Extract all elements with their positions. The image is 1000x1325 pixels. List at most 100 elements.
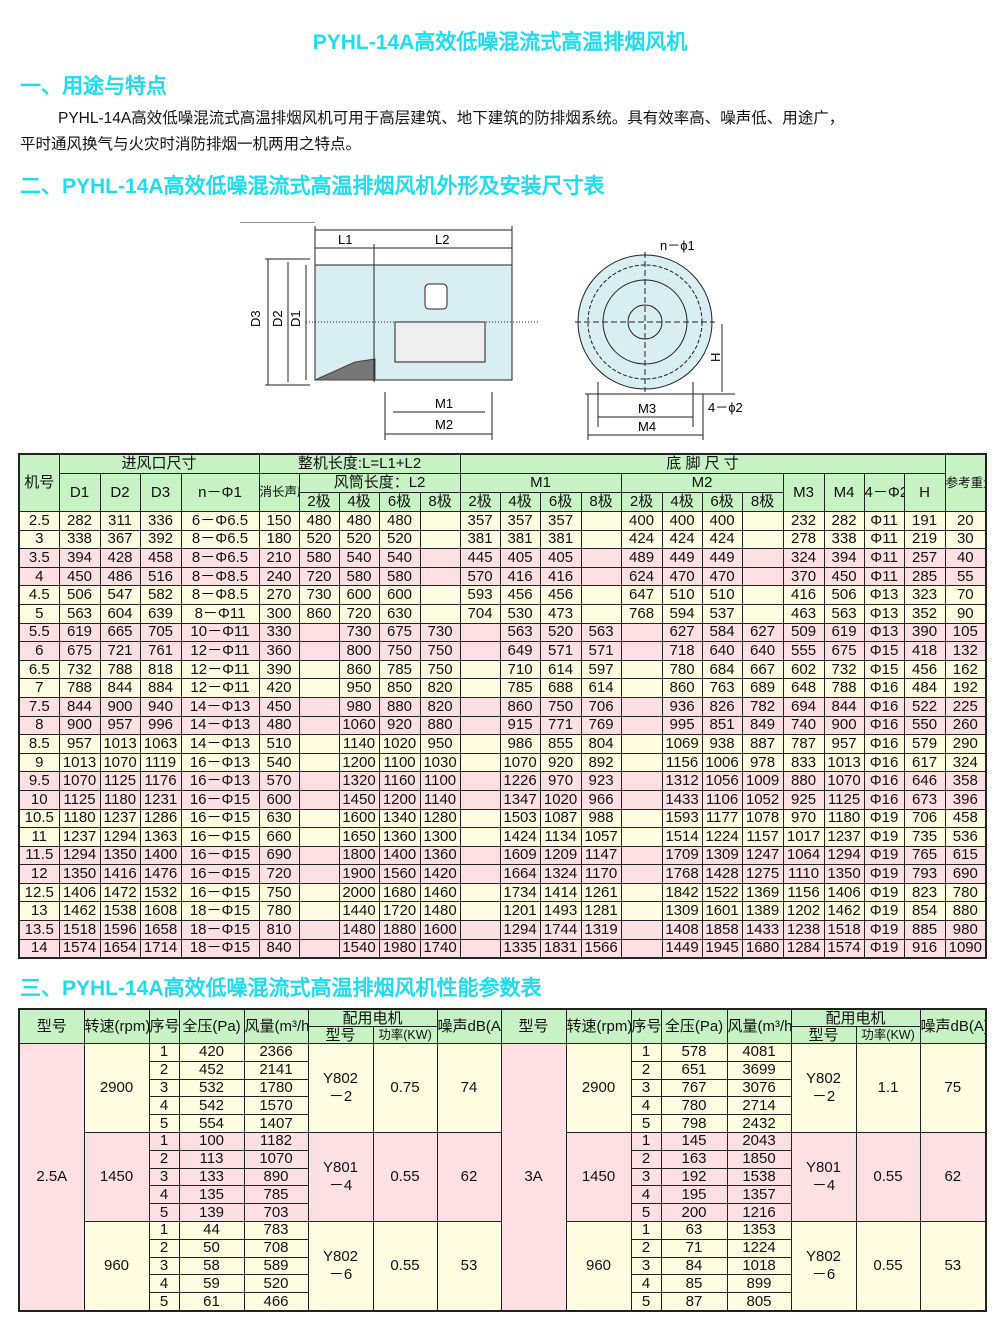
header-pole: 2极 <box>459 492 501 512</box>
table-cell: 282 <box>823 511 865 531</box>
table-cell: 688 <box>539 678 582 698</box>
table-cell: 624 <box>620 566 663 587</box>
table-cell: 706 <box>903 808 946 829</box>
table-cell: 1070 <box>99 752 141 773</box>
table-cell: 7.5 <box>18 696 60 717</box>
table-cell: 416 <box>782 585 825 605</box>
table-cell: 3 <box>18 529 60 550</box>
table-cell: 400 <box>661 511 703 531</box>
table-cell: 330 <box>258 622 300 643</box>
table-cell: 1400 <box>378 845 421 866</box>
table-cell <box>459 901 501 922</box>
page-title: PYHL-14A高效低噪混流式高温排烟风机 <box>312 31 688 54</box>
table-cell: 1237 <box>823 827 865 847</box>
table-cell <box>459 734 501 754</box>
table-cell: 14 <box>18 938 60 959</box>
table-cell: 788 <box>823 678 865 698</box>
table-cell: 630 <box>258 808 300 829</box>
table-cell: 1231 <box>139 789 182 810</box>
table-cell <box>298 901 340 922</box>
table-cell <box>620 845 663 866</box>
table-cell: 424 <box>701 529 743 550</box>
table-cell: 986 <box>499 734 541 754</box>
header-phi2: 4－Φ2 <box>863 473 905 512</box>
table-cell: 1170 <box>580 864 622 884</box>
table-cell <box>741 548 784 568</box>
table-cell: Φ11 <box>863 529 905 550</box>
header-M2: M2 <box>620 473 784 493</box>
table-cell: 563 <box>580 622 622 643</box>
table-cell <box>620 827 663 847</box>
table-cell: 1294 <box>58 845 101 866</box>
table-cell: 840 <box>258 938 300 959</box>
table-cell: 1900 <box>338 864 380 884</box>
table-cell: 381 <box>459 529 501 550</box>
table-cell: 55 <box>944 566 987 587</box>
table-cell: 936 <box>661 696 703 717</box>
table-cell: 456 <box>499 585 541 605</box>
power-cell: 1.1 <box>855 1043 921 1133</box>
power-cell: 0.55 <box>855 1131 921 1222</box>
table-cell: 582 <box>139 585 182 605</box>
table-cell: 788 <box>99 659 141 680</box>
label-n-phi1: n－ϕ1 <box>660 238 695 253</box>
table-cell: 1017 <box>782 827 825 847</box>
table-cell: 771 <box>539 715 582 736</box>
table-cell: 1709 <box>661 845 703 866</box>
table-cell: 690 <box>944 864 987 884</box>
header-M4: M4 <box>823 473 865 512</box>
table-cell: 9.5 <box>18 771 60 791</box>
table-cell: 763 <box>701 678 743 698</box>
point-cell: 135 <box>178 1185 245 1205</box>
label-M1: M1 <box>435 396 453 411</box>
header-power: 功率(KW) <box>372 1026 438 1044</box>
speed-cell: 1450 <box>565 1131 632 1222</box>
table-cell: 522 <box>903 696 946 717</box>
point-cell: 651 <box>660 1060 728 1080</box>
table-cell: 880 <box>378 696 421 717</box>
table-cell: 732 <box>58 659 101 680</box>
table-cell: Φ15 <box>863 641 905 661</box>
noise-cell: 74 <box>436 1043 502 1133</box>
label-D1: D1 <box>288 310 303 327</box>
table-cell: 1300 <box>419 827 461 847</box>
table-cell: 1063 <box>139 734 182 754</box>
table-cell: 16－Φ15 <box>180 789 260 810</box>
table-cell: 1406 <box>58 882 101 903</box>
table-cell: 673 <box>903 789 946 810</box>
table-cell: 1574 <box>58 938 101 959</box>
table-cell: 900 <box>58 715 101 736</box>
motor-model-line: －6 <box>328 1265 353 1283</box>
table-cell: 995 <box>661 715 703 736</box>
header-noise: 噪声dB(A) <box>919 1008 987 1044</box>
table-cell: 1347 <box>499 789 541 810</box>
table-cell: 1057 <box>580 827 622 847</box>
table-cell: 851 <box>701 715 743 736</box>
table-cell: 788 <box>58 678 101 698</box>
table-cell: 30 <box>944 529 987 550</box>
table-cell: 1389 <box>741 901 784 922</box>
table-cell: 761 <box>139 641 182 661</box>
table-cell <box>620 901 663 922</box>
table-cell <box>459 882 501 903</box>
table-cell: 580 <box>298 548 340 568</box>
table-cell: 8－Φ6.5 <box>180 529 260 550</box>
table-cell: 530 <box>499 603 541 624</box>
table-cell: 1574 <box>823 938 865 959</box>
label-M3: M3 <box>638 401 656 416</box>
table-cell: 1180 <box>99 789 141 810</box>
header-flow: 风量(m³/h) <box>243 1008 309 1044</box>
point-cell: 1 <box>630 1131 662 1151</box>
point-cell: 2 <box>148 1149 180 1169</box>
table-cell: 1006 <box>701 752 743 773</box>
table-cell: 925 <box>782 789 825 810</box>
table-cell: 818 <box>139 659 182 680</box>
header-noise: 噪声dB(A) <box>436 1008 502 1044</box>
point-cell: 163 <box>660 1149 728 1169</box>
point-cell: 100 <box>178 1131 245 1151</box>
